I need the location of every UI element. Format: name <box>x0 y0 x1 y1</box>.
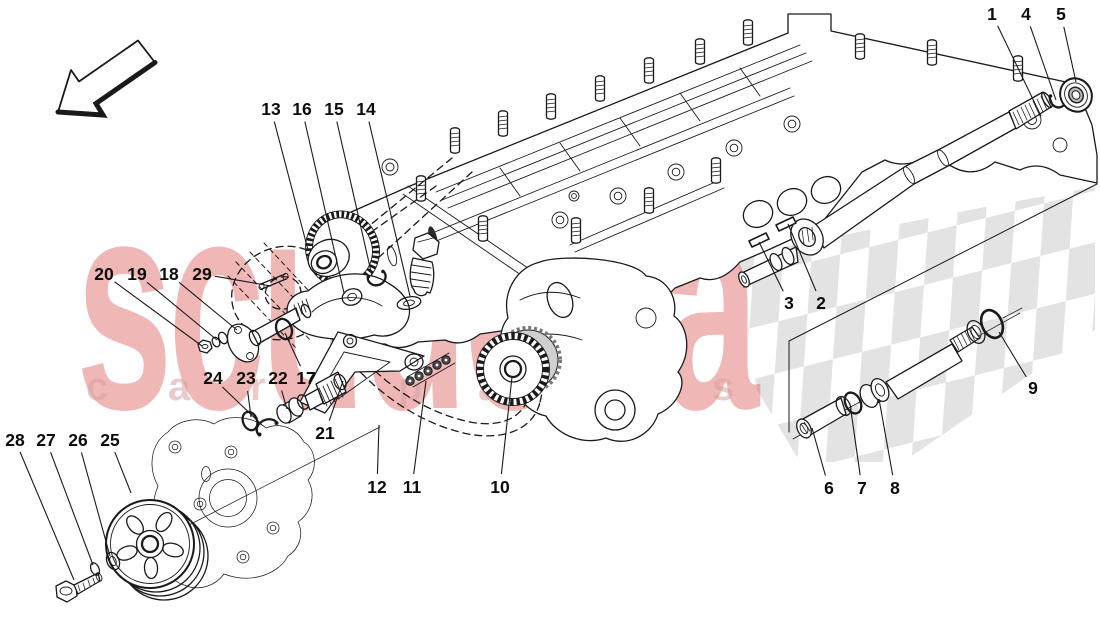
leader-line-20 <box>114 281 203 347</box>
leader-line-16 <box>304 121 345 294</box>
leader-line-4 <box>1029 26 1057 101</box>
callout-8: 8 <box>890 478 900 498</box>
washer-27 <box>89 562 101 576</box>
callout-25: 25 <box>100 430 120 450</box>
leader-line-21 <box>328 380 344 421</box>
o-ring-23 <box>241 410 259 432</box>
callout-20: 20 <box>94 264 114 284</box>
leader-line-1 <box>997 25 1042 117</box>
key-3 <box>748 232 770 248</box>
pin-29 <box>258 272 289 291</box>
leader-line-6 <box>811 427 826 476</box>
water-pump-body <box>500 257 688 442</box>
leader-line-22 <box>281 390 288 410</box>
leader-line-25 <box>114 451 132 494</box>
leader-line-12 <box>376 424 380 475</box>
callout-18: 18 <box>159 264 179 284</box>
callout-4: 4 <box>1021 4 1031 24</box>
direction-arrow-icon <box>55 39 158 118</box>
leader-line-26 <box>80 452 111 557</box>
drive-shaft <box>790 77 1093 256</box>
checker-watermark <box>737 187 1095 462</box>
callout-5: 5 <box>1056 4 1066 24</box>
leader-line-5 <box>1063 26 1077 83</box>
tagline-letter: r <box>250 365 266 409</box>
callout-22: 22 <box>268 368 288 388</box>
coupling-bell <box>790 218 824 256</box>
tensioner-arm <box>286 273 411 340</box>
bearing-5 <box>1059 77 1093 113</box>
callout-26: 26 <box>68 430 88 450</box>
callout-1: 1 <box>987 4 997 24</box>
callout-6: 6 <box>824 478 834 498</box>
leader-line-29 <box>214 275 272 287</box>
leader-line-27 <box>50 451 94 566</box>
circlip-24 <box>255 418 279 437</box>
callout-10: 10 <box>490 477 510 497</box>
tube-assembly <box>792 307 1023 440</box>
key-2 <box>775 216 797 232</box>
callout-15: 15 <box>324 99 344 119</box>
callout-7: 7 <box>857 478 867 498</box>
leader-line-2 <box>787 223 817 292</box>
callout-23: 23 <box>236 368 256 388</box>
callout-16: 16 <box>292 99 312 119</box>
tagline-letter: c <box>86 365 108 409</box>
tagline-letter: s <box>712 365 734 409</box>
leader-line-23 <box>247 390 252 418</box>
callout-24: 24 <box>203 368 223 388</box>
pump-drive-shaft-22 <box>241 371 347 437</box>
leader-line-14 <box>368 121 411 297</box>
pulley-bolt <box>55 551 121 603</box>
leader-line-10 <box>500 376 513 475</box>
leader-line-13 <box>273 121 309 251</box>
pump-shaft-flange <box>197 298 312 363</box>
callout-13: 13 <box>261 99 281 119</box>
callout-21: 21 <box>315 423 335 443</box>
tagline-letter: a <box>168 365 191 409</box>
chain-links <box>405 352 456 388</box>
callout-19: 19 <box>127 264 147 284</box>
leader-line-3 <box>758 241 784 292</box>
callout-12: 12 <box>367 477 387 497</box>
callout-17: 17 <box>296 368 315 388</box>
leader-line-17 <box>284 332 302 367</box>
leader-line-15 <box>336 121 373 277</box>
leader-line-11 <box>413 380 427 475</box>
leader-line-28 <box>19 451 75 581</box>
o-ring-9 <box>979 308 1005 340</box>
tube-body <box>885 343 963 400</box>
callout-3: 3 <box>784 293 794 313</box>
callout-14: 14 <box>356 99 376 119</box>
callout-11: 11 <box>403 477 422 497</box>
engine-block <box>332 13 1098 349</box>
leader-line-19 <box>146 281 218 341</box>
leader-line-7 <box>850 410 861 476</box>
section-plane <box>788 153 1098 433</box>
sprocket <box>476 326 562 406</box>
callout-28: 28 <box>5 430 25 450</box>
bushing-8 <box>859 378 890 408</box>
pulley <box>105 499 209 601</box>
callout-29: 29 <box>192 264 212 284</box>
o-ring-7 <box>843 391 863 415</box>
leader-line-24 <box>222 386 263 426</box>
callout-9: 9 <box>1028 378 1038 398</box>
callout-2: 2 <box>816 293 826 313</box>
leader-line-8 <box>878 398 894 476</box>
leader-line-18 <box>178 281 238 331</box>
pivot-bolt-14 <box>396 232 440 311</box>
circlip-15 <box>366 269 387 287</box>
leader-line-9 <box>998 331 1027 378</box>
callout-27: 27 <box>36 430 55 450</box>
